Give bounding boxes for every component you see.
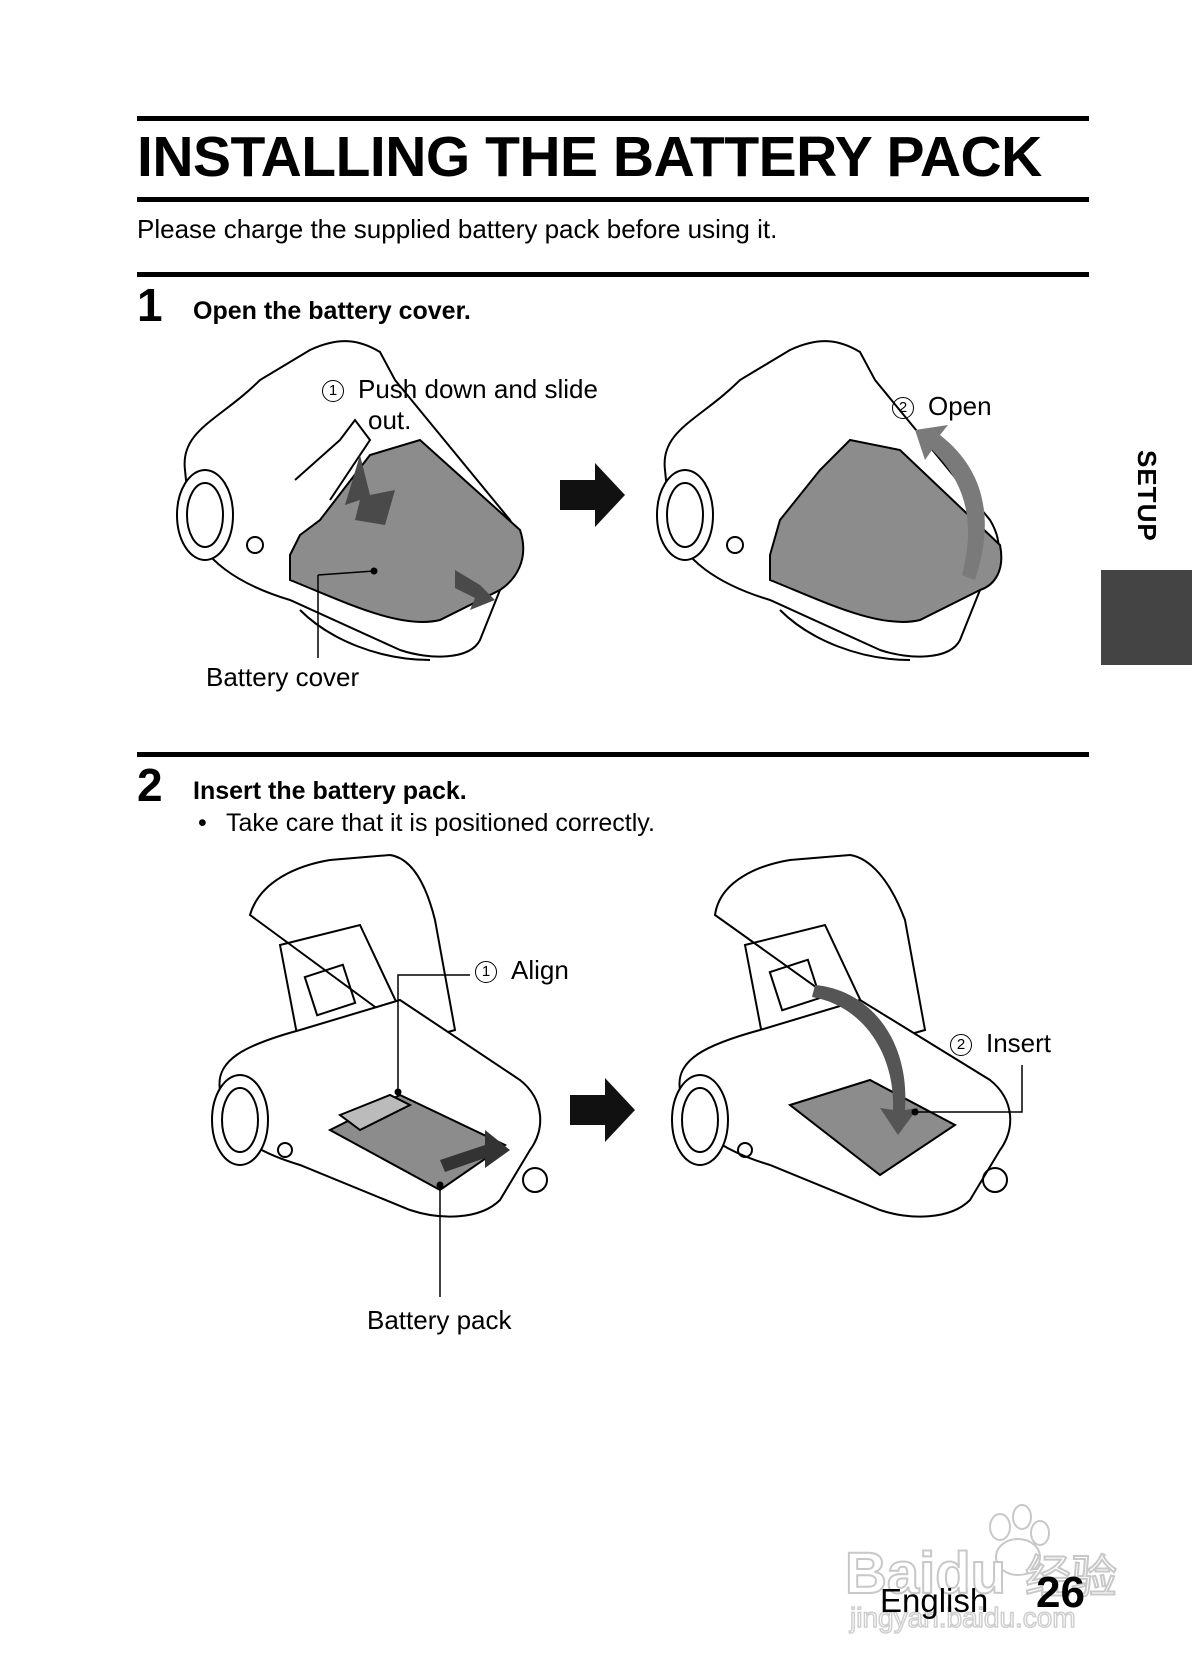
step-2-transition-arrow [570,1078,635,1142]
step-2-number: 2 [137,759,163,811]
open-arrow [915,425,985,580]
align-leader [397,974,470,1092]
baidu-watermark: Baidu 经验 jingyan.baidu.com [844,1504,1118,1634]
insert-arrow-left [440,1130,510,1172]
step-2-rule [137,752,1089,757]
step-1-rule [137,272,1089,277]
page-number: 26 [1036,1568,1085,1617]
watermark-brand: Baidu [845,1541,1006,1606]
callout-marker-2: 2 [892,397,914,419]
section-tab-label: SETUP [1132,450,1162,542]
step-1-transition-arrow [560,463,625,527]
battery-pack-label: Battery pack [367,1305,512,1335]
callout-marker-2: 2 [950,1034,972,1056]
intro-text: Please charge the supplied battery pack … [137,214,778,244]
footer-language: English [880,1582,989,1619]
camera-battery-insert-illustration [671,853,1012,1218]
insert-arrow-right [812,985,918,1135]
step-1-number: 1 [137,279,163,331]
callout-marker-1: 1 [475,961,497,983]
camera-battery-align-illustration [211,853,548,1218]
battery-cover-label: Battery cover [206,662,360,692]
top-rule [137,116,1089,121]
step-2-bullet: •Take care that it is positioned correct… [198,809,655,837]
step-1-illustration [176,340,1003,661]
section-tab-marker [1101,570,1192,665]
watermark-chinese: 经验 [1025,1550,1117,1604]
push-slide-arrows [345,455,495,610]
callout-marker-1: 1 [322,380,344,402]
battery-cover-leader [317,570,375,576]
step-1-title: Open the battery cover. [193,297,471,325]
watermark-url: jingyan.baidu.com [849,1602,1076,1633]
camera-cover-opening-illustration [656,340,1003,661]
insert-leader [915,1065,1023,1113]
title-underline [137,197,1089,202]
page-title: INSTALLING THE BATTERY PACK [137,125,1042,189]
step-2-title: Insert the battery pack. [193,777,467,805]
